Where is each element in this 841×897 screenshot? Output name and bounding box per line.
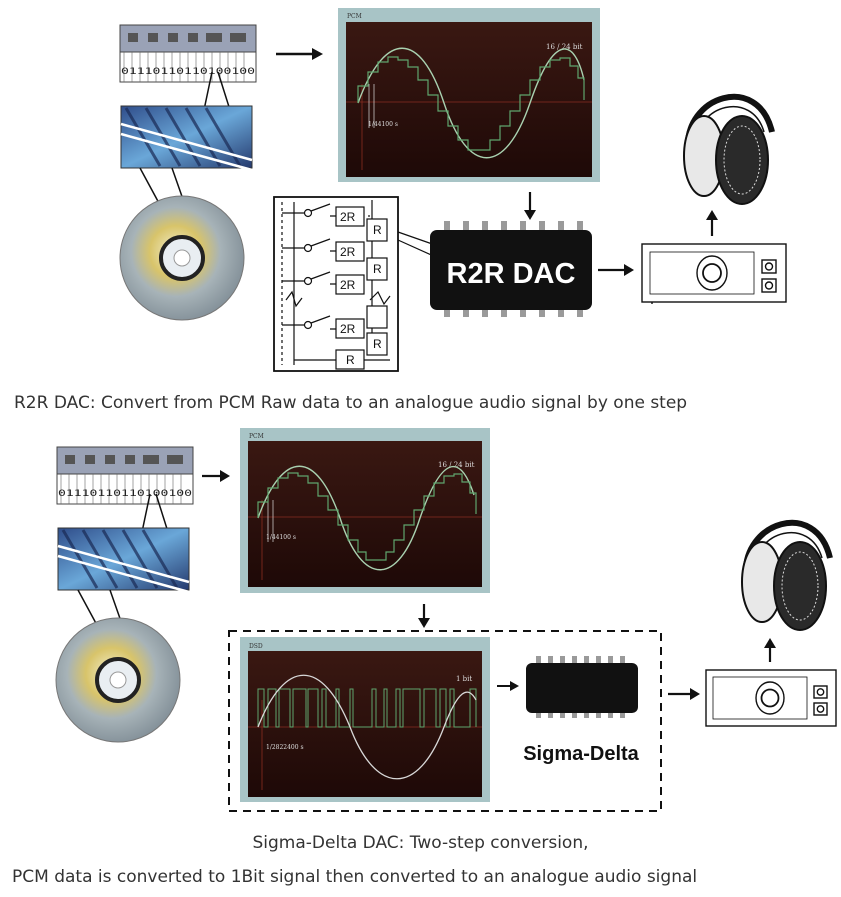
pcm-wave-bottom <box>257 465 475 571</box>
ladder-label: R <box>373 262 382 276</box>
ladder-label: 2R <box>340 210 356 224</box>
sigma-delta-group-box <box>228 630 662 812</box>
pcm-screen-bottom: PCM 16 / 24 bit 1/44100 s <box>240 428 490 593</box>
pcm-rate-top: 1/44100 s <box>368 121 398 128</box>
sigma-delta-chip: Sigma-Delta <box>523 656 640 765</box>
arrow-to-pcm-bottom <box>202 470 230 482</box>
ladder-label: R <box>373 337 382 351</box>
sigma-delta-caption-line1: Sigma-Delta DAC: Two-step conversion, <box>252 833 589 853</box>
headphones-bottom <box>741 519 833 631</box>
pcm-rate-bottom: 1/44100 s <box>266 534 296 541</box>
ladder-resistors: 2R 2R 2R 2R R R R R <box>335 206 388 370</box>
pcm-wave-top <box>357 47 585 159</box>
arrow-chip-to-amp-top <box>598 264 634 276</box>
pit-strip-bottom <box>57 527 190 594</box>
ladder-label: 2R <box>340 322 356 336</box>
dsd-rate: 1/2822400 s <box>266 744 304 751</box>
dsd-pulses <box>257 688 477 728</box>
data-strip-bottom: 01110110110100100 <box>56 446 194 505</box>
r2r-dac-chip: R2R DAC <box>430 221 592 317</box>
dsd-screen: DSD 1 bit 1/2822400 s <box>240 637 490 802</box>
sigma-delta-label: Sigma-Delta <box>523 743 639 765</box>
ladder-label: R <box>373 223 382 237</box>
bits-row-top: 01110110110100100 <box>121 67 255 77</box>
arrow-pcm-to-dsd <box>418 604 430 628</box>
pcm-title-bottom: PCM <box>249 433 264 440</box>
data-strip-top: 01110110110100100 <box>119 24 257 83</box>
cd-disc-top <box>119 195 245 321</box>
ladder-label: 2R <box>340 278 356 292</box>
bits-row-bottom: 01110110110100100 <box>58 489 192 499</box>
r2r-ladder: 2R 2R 2R 2R R R R R <box>273 196 439 372</box>
pcm-bits-top: 16 / 24 bit <box>546 43 583 51</box>
arrow-dsd-to-chip <box>497 681 519 691</box>
dsd-wave <box>257 674 477 780</box>
headphones-top <box>683 93 775 205</box>
pit-strip-top <box>120 105 253 172</box>
arrow-amp-to-headphones-top <box>706 210 718 236</box>
r2r-chip-label: R2R DAC <box>447 258 576 290</box>
pcm-title-top: PCM <box>347 13 362 20</box>
amplifier-bottom <box>705 669 837 727</box>
pcm-bits-bottom: 16 / 24 bit <box>438 461 475 469</box>
arrow-to-pcm-top <box>276 48 323 60</box>
ladder-label: 2R <box>340 245 356 259</box>
r2r-caption: R2R DAC: Convert from PCM Raw data to an… <box>14 393 688 413</box>
dsd-bits: 1 bit <box>456 675 472 683</box>
arrow-amp-to-headphones-bottom <box>764 638 776 662</box>
sigma-delta-caption-line2: PCM data is converted to 1Bit signal the… <box>12 867 698 887</box>
dsd-title: DSD <box>249 643 263 650</box>
ladder-label: R <box>346 353 355 367</box>
pcm-steps-bottom <box>257 472 477 561</box>
pcm-screen-top: PCM 16 / 24 bit 1/44100 s <box>338 8 600 182</box>
cd-disc-bottom <box>55 617 181 743</box>
pcm-steps-top <box>357 56 585 151</box>
arrow-chip-to-amp-bottom <box>668 688 700 700</box>
amplifier-top <box>641 243 787 304</box>
arrow-pcm-to-chip-top <box>524 192 536 220</box>
